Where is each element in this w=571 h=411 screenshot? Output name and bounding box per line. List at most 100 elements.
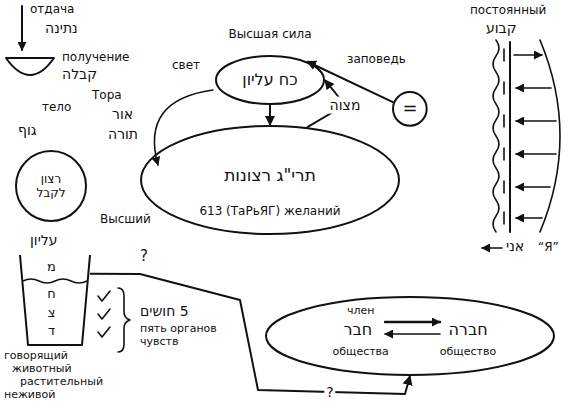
- text-holder: ח: [47, 286, 56, 302]
- label-holder: תורה: [108, 126, 138, 143]
- label-holder: тело: [42, 100, 71, 114]
- connector-arrow: [90, 274, 410, 394]
- rung-arrow: [516, 153, 556, 155]
- body-circle: רצון לקבל: [15, 150, 87, 222]
- giving-arrow: [21, 6, 23, 50]
- society-ellipse: членחברобществаחברהобщество: [265, 296, 555, 376]
- label-holder: 5 חושים: [140, 303, 189, 320]
- label-holder: ?: [140, 247, 148, 265]
- label-holder: גוף: [18, 122, 37, 139]
- text-holder: תרי"ג רצונות: [224, 164, 316, 184]
- glass-outline: [20, 255, 90, 345]
- russian-label: свет: [172, 58, 200, 72]
- russian-label: тело: [42, 100, 71, 114]
- level-name: говорящий: [4, 349, 68, 362]
- russian-label: общества: [333, 345, 389, 358]
- member-arrow: [385, 333, 440, 335]
- desires-ellipse: תרי"ג רצונות613 (ТаРьЯГ) желаний: [140, 125, 400, 235]
- hebrew-label: עליון: [30, 232, 57, 249]
- rung-ticks: [503, 49, 505, 224]
- power-ellipse: Высшая силаכח עליון: [215, 55, 325, 105]
- russian-label: отдача: [30, 2, 74, 16]
- label-holder: постоянный: [470, 3, 546, 17]
- hebrew-label: קבלה: [62, 66, 97, 83]
- hebrew-term: כח עליון: [242, 70, 297, 89]
- russian-label: заповедь: [347, 52, 406, 66]
- edge-label-holder: מצוה: [328, 97, 363, 114]
- check-marks: [98, 291, 110, 337]
- rung-arrow: [514, 54, 542, 56]
- text-holder: общества: [333, 345, 389, 358]
- russian-label: член: [347, 305, 375, 318]
- equals-sign: =: [402, 97, 417, 119]
- level-letter: ד: [48, 323, 55, 339]
- ellipse-outline: [216, 56, 324, 104]
- senses-brace: [118, 288, 130, 352]
- edge-label-holder: ?: [324, 384, 335, 401]
- light-arc: [154, 90, 213, 165]
- rung-arrow: [516, 217, 542, 219]
- text-holder: =: [402, 97, 417, 119]
- text-holder: общество: [440, 345, 496, 358]
- russian-label: общество: [440, 345, 496, 358]
- ellipse-outline: [141, 126, 399, 234]
- ellipse-outline: [266, 297, 554, 375]
- label-holder: животный: [12, 362, 72, 375]
- shape-outline: [265, 296, 555, 376]
- level-name: животный: [12, 362, 72, 375]
- label-holder: Высший: [100, 212, 151, 226]
- label-holder: נתינה: [45, 20, 78, 37]
- society-arrow: [385, 321, 440, 323]
- vessel-line: [509, 42, 511, 232]
- label-holder: получение: [62, 50, 129, 64]
- hebrew-label: אני: [506, 238, 524, 255]
- connector-arrow: [269, 105, 271, 125]
- level-letter: צ: [48, 305, 56, 321]
- self-arrow: [482, 247, 502, 249]
- label-holder: говорящий: [4, 349, 68, 362]
- russian-label: пять органов чувств: [140, 322, 226, 348]
- label-holder: пять органов чувств: [140, 322, 226, 348]
- hebrew-term: רצון לקבל: [26, 172, 76, 201]
- label-holder: неживой: [4, 388, 55, 401]
- label-holder: אני: [506, 238, 524, 255]
- russian-label: постоянный: [470, 3, 546, 17]
- label-holder: עליון: [30, 232, 57, 249]
- text-holder: כח עליון: [242, 70, 297, 89]
- label-holder: קבוע: [486, 20, 517, 37]
- question-mark: ?: [140, 247, 148, 265]
- level-name: растительный: [20, 375, 103, 388]
- level-letter: מ: [47, 259, 56, 275]
- hebrew-label: גוף: [18, 122, 37, 139]
- hebrew-label: 5 חושים: [140, 303, 189, 320]
- label-holder: отдача: [30, 2, 74, 16]
- text-holder: член: [347, 305, 375, 318]
- receiving-bowl: [6, 58, 54, 75]
- hebrew-label: אור: [112, 106, 133, 123]
- hebrew-label: קבוע: [486, 20, 517, 37]
- hebrew-term: חבר: [343, 321, 372, 340]
- label-holder: “Я”: [538, 240, 559, 254]
- rung-arrow: [516, 120, 556, 122]
- hebrew-label: נתינה: [45, 20, 78, 37]
- level-letter: ח: [47, 286, 56, 302]
- wavy-line: [493, 40, 499, 232]
- label-holder: растительный: [20, 375, 103, 388]
- text-holder: רצון לקבל: [26, 172, 76, 201]
- level-line: [23, 279, 87, 283]
- level-name: неживой: [4, 388, 55, 401]
- levels-glass: מחצד: [20, 255, 90, 345]
- equals-circle: =: [392, 91, 428, 127]
- text-holder: מ: [47, 259, 56, 275]
- text-holder: צ: [48, 305, 56, 321]
- rung-arrow: [516, 87, 551, 89]
- russian-label: “Я”: [538, 240, 559, 254]
- russian-label: Тора: [92, 88, 122, 102]
- text-holder: Высшая сила: [228, 27, 311, 41]
- rung-arrow: [516, 186, 550, 188]
- russian-label: получение: [62, 50, 129, 64]
- hebrew-term: תרי"ג רצונות: [224, 164, 316, 184]
- ellipse-outline: [393, 92, 427, 126]
- label-holder: свет: [172, 58, 200, 72]
- node-heading: Высшая сила: [228, 27, 311, 41]
